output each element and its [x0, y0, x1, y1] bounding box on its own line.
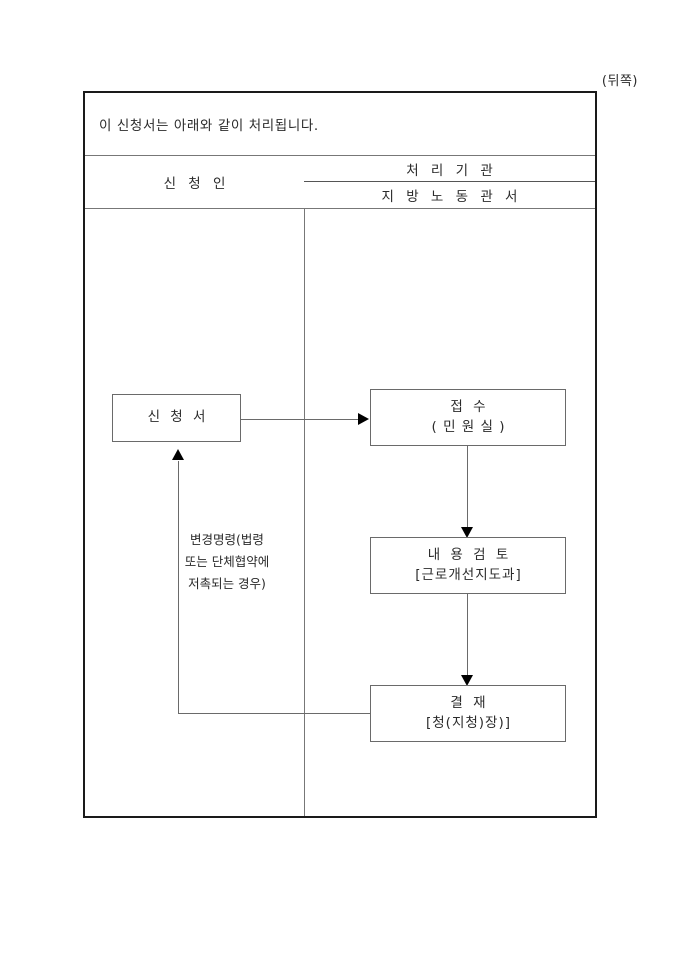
- flow-box-review: 내 용 검 토 [근로개선지도과]: [370, 537, 566, 594]
- flow-box-receipt-line-2: ( 민 원 실 ): [431, 418, 506, 435]
- header-label-local-labor-office: 지 방 노 동 관 서: [381, 189, 522, 205]
- page-side-label: (뒤쪽): [601, 74, 638, 89]
- return-loop-note: 변경명령(법령 또는 단체협약에 저촉되는 경우): [157, 529, 297, 595]
- connector-return-horizontal: [178, 713, 371, 714]
- flow-box-review-line-2: [근로개선지도과]: [415, 566, 522, 583]
- arrowhead-down-review-icon: [461, 527, 473, 538]
- flow-box-approval: 결 재 [청(지청)장)]: [370, 685, 566, 742]
- header-cell-agency: 처 리 기 관 지 방 노 동 관 서: [304, 156, 595, 208]
- column-divider: [304, 209, 305, 816]
- flow-box-receipt-line-1: 접 수: [450, 398, 489, 415]
- connector-receipt-to-review: [467, 446, 468, 530]
- flow-box-approval-line-2: [청(지청)장)]: [425, 714, 511, 731]
- header-label-applicant: 신 청 인: [163, 176, 230, 192]
- return-note-line-1: 변경명령(법령: [190, 532, 264, 547]
- intro-row: 이 신청서는 아래와 같이 처리됩니다.: [85, 93, 595, 156]
- arrowhead-right-icon: [358, 413, 369, 425]
- connector-return-vertical: [178, 461, 179, 714]
- flow-box-application: 신 청 서: [112, 394, 241, 442]
- table-header-band: 신 청 인 처 리 기 관 지 방 노 동 관 서: [85, 156, 595, 209]
- intro-text: 이 신청서는 아래와 같이 처리됩니다.: [99, 118, 319, 134]
- return-note-line-3: 저촉되는 경우): [188, 575, 266, 591]
- flow-box-approval-line-1: 결 재: [450, 694, 489, 711]
- flow-chart-area: 변경명령(법령 또는 단체협약에 저촉되는 경우) 신 청 서 접 수 ( 민 …: [85, 209, 595, 816]
- flow-box-application-line-1: 신 청 서: [147, 409, 209, 426]
- flow-box-receipt: 접 수 ( 민 원 실 ): [370, 389, 566, 446]
- header-label-processing-agency: 처 리 기 관: [406, 162, 497, 179]
- header-cell-agency-subtitle: 지 방 노 동 관 서: [304, 182, 595, 208]
- flow-box-review-line-1: 내 용 검 토: [427, 546, 512, 563]
- return-note-line-2: 또는 단체협약에: [184, 553, 270, 569]
- process-flow-form: 이 신청서는 아래와 같이 처리됩니다. 신 청 인 처 리 기 관 지 방 노…: [83, 91, 597, 818]
- connector-review-to-approval: [467, 594, 468, 678]
- connector-application-to-receipt: [241, 419, 360, 420]
- header-cell-agency-title: 처 리 기 관: [304, 156, 595, 182]
- arrowhead-down-approval-icon: [461, 675, 473, 686]
- arrowhead-up-icon: [172, 449, 184, 460]
- header-cell-applicant: 신 청 인: [85, 156, 304, 208]
